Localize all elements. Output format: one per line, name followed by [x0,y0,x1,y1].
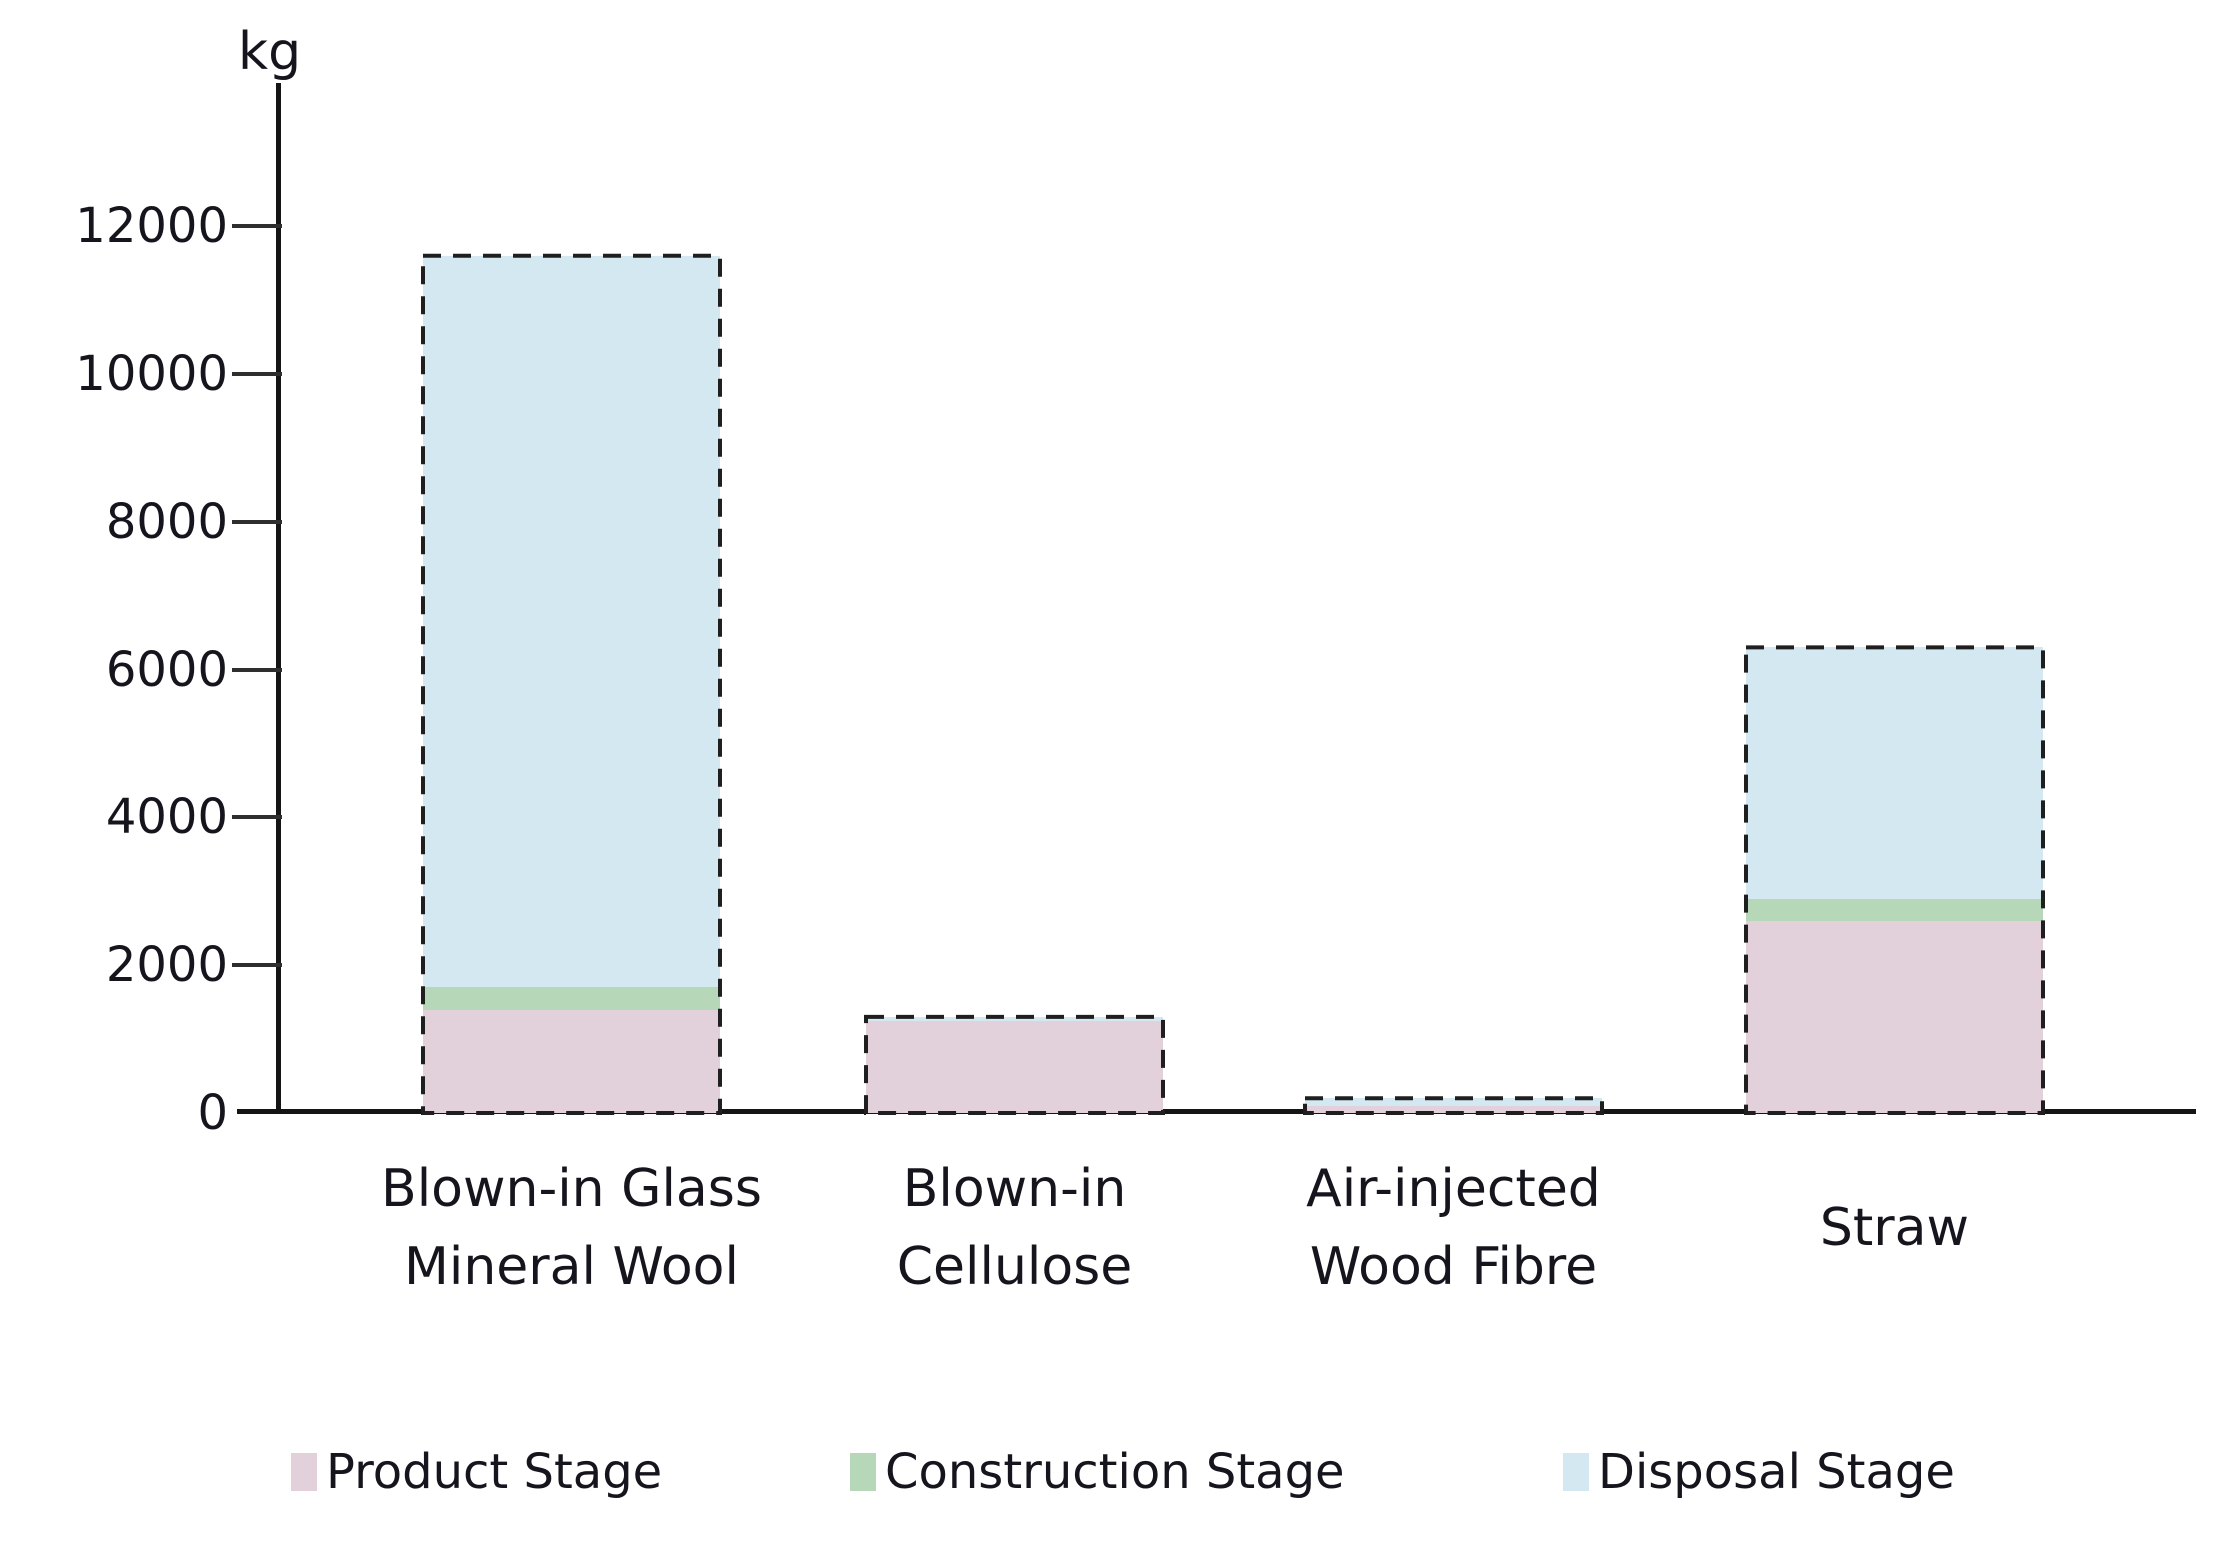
bar-outline-blown-in-glass-mineral-wool [421,253,722,1116]
y-tick-label-8000: 8000 [105,493,228,550]
y-tick-label-2000: 2000 [105,937,228,994]
bar-outline-straw [1744,645,2045,1116]
y-tick-mark-8000 [232,519,282,524]
y-tick-label-6000: 6000 [105,641,228,698]
legend-label-product-stage: Product Stage [326,1444,663,1500]
legend-swatch-product-stage [291,1453,317,1491]
bar-segment-product-stage [1305,1105,1602,1113]
y-tick-mark-6000 [232,667,282,672]
y-tick-mark-10000 [232,372,282,376]
bar-segment-construction-stage [423,987,720,1010]
y-axis-unit-label: kg [238,22,302,82]
legend-swatch-disposal-stage [1563,1453,1589,1491]
y-axis-line [276,83,281,1114]
y-tick-label-0: 0 [197,1085,228,1141]
bar-segment-disposal-stage [423,255,720,988]
category-label-blown-in-glass-mineral-wool: Blown-in Glass Mineral Wool [381,1159,762,1297]
y-tick-mark-2000 [232,963,282,968]
bar-segment-disposal-stage [1305,1098,1602,1106]
legend-item-construction-stage: Construction Stage [850,1444,1345,1500]
category-label-blown-in-cellulose: Blown-in Cellulose [896,1159,1133,1297]
y-tick-label-12000: 12000 [75,198,228,255]
category-label-air-injected-wood-fibre: Air-injected Wood Fibre [1306,1159,1601,1297]
bar-segment-product-stage [866,1020,1163,1113]
x-axis-line [237,1109,2196,1114]
y-tick-mark-12000 [232,224,282,229]
y-tick-label-4000: 4000 [105,789,228,846]
bar-segment-disposal-stage [1746,647,2043,899]
legend-item-product-stage: Product Stage [291,1444,662,1500]
bar-segment-disposal-stage [866,1016,1163,1021]
y-tick-mark-4000 [232,815,282,820]
legend-swatch-construction-stage [850,1453,876,1491]
bar-segment-construction-stage [1746,898,2043,921]
legend-label-disposal-stage: Disposal Stage [1598,1444,1955,1500]
legend-item-disposal-stage: Disposal Stage [1563,1444,1955,1500]
bar-segment-product-stage [1746,920,2043,1113]
y-tick-label-10000: 10000 [75,346,228,402]
category-label-straw: Straw [1819,1198,1970,1258]
bar-segment-product-stage [423,1009,720,1113]
legend-label-construction-stage: Construction Stage [885,1444,1345,1500]
bar-outline-air-injected-wood-fibre [1303,1096,1604,1115]
bar-outline-blown-in-cellulose [864,1014,1165,1116]
